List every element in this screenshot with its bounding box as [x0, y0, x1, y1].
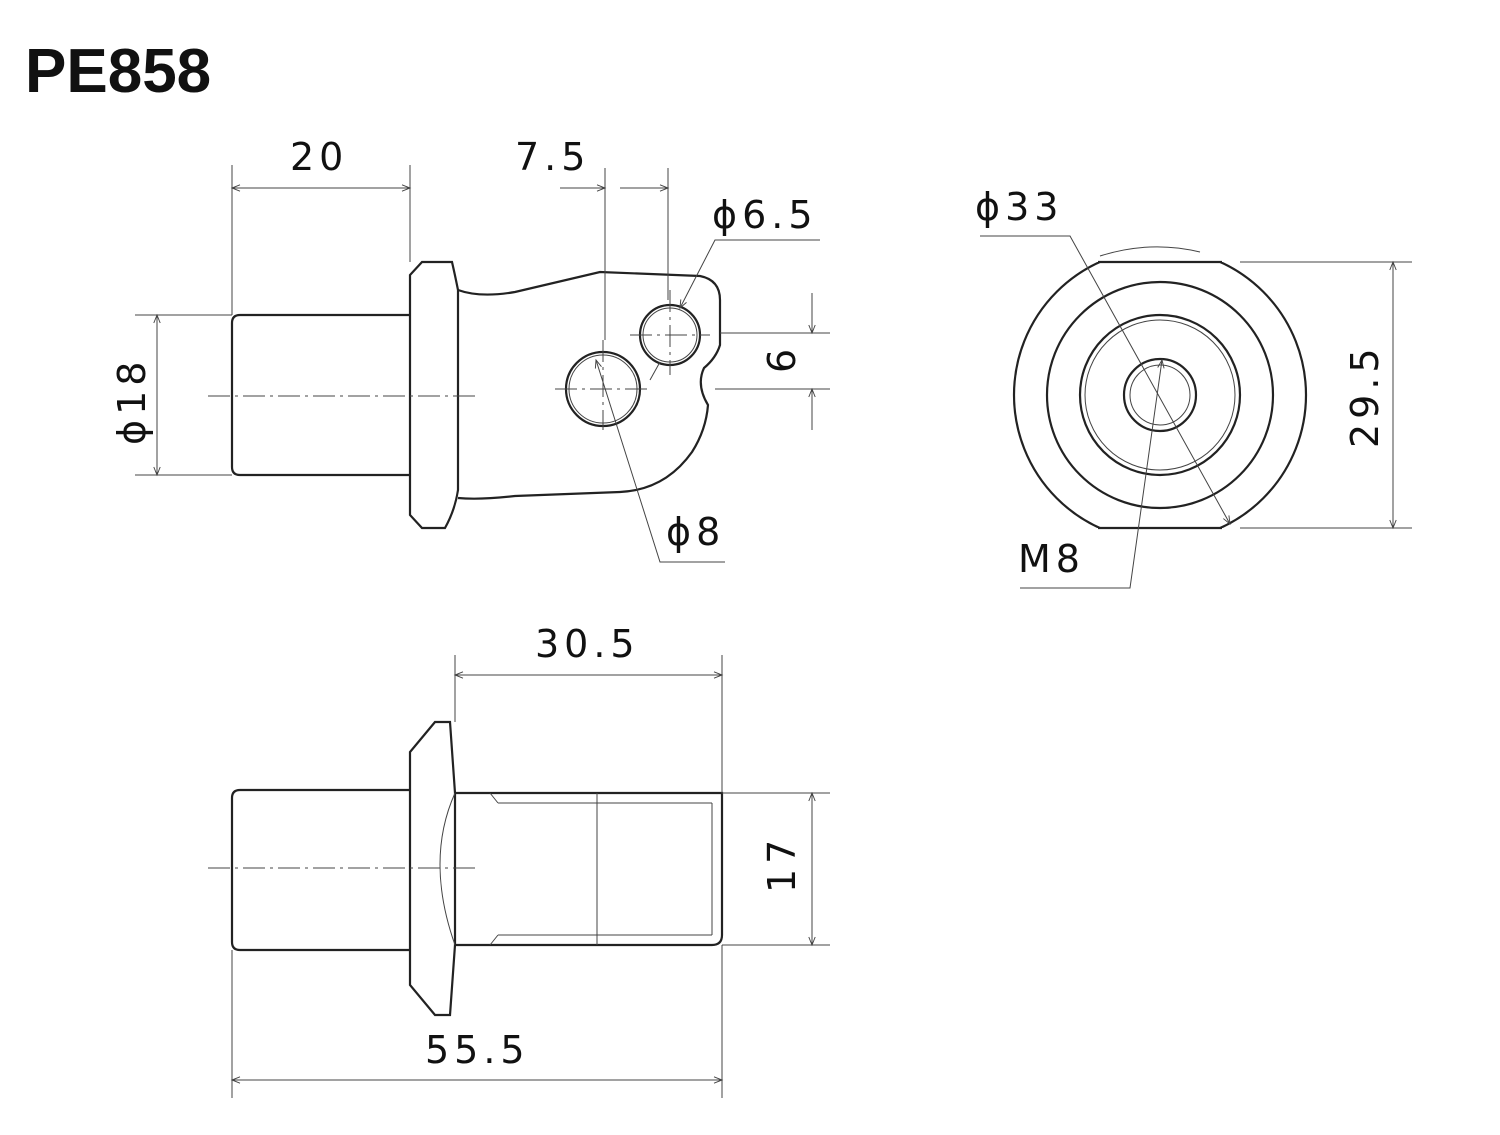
- end-outer-profile: [1012, 262, 1308, 528]
- dim-outer-diameter: ϕ33: [975, 185, 1063, 229]
- dim-shaft-diameter: ϕ18: [110, 357, 154, 445]
- dim-body-height: 17: [760, 835, 804, 893]
- dim-total-length: 55.5: [425, 1028, 530, 1072]
- side-body: [457, 270, 722, 500]
- side-view: 20 7.5 ϕ6.5 ϕ18 6 ϕ8: [110, 135, 830, 563]
- top-flange: [408, 720, 457, 1017]
- dim-body-length: 30.5: [535, 622, 640, 666]
- top-shaft: [230, 788, 410, 952]
- dim-small-hole: ϕ6.5: [712, 193, 818, 237]
- dim-large-hole: ϕ8: [666, 510, 725, 554]
- top-view: 30.5 17 55.5: [208, 622, 830, 1098]
- end-thread-hole: [1122, 357, 1198, 433]
- side-shaft: [230, 313, 410, 477]
- dim-hole-vertical: 6: [760, 344, 804, 373]
- side-flange: [408, 260, 460, 530]
- end-view: ϕ33 29.5 M8: [975, 185, 1412, 589]
- top-body: [455, 791, 724, 947]
- part-number-title: PE858: [25, 37, 211, 106]
- dim-flat-height: 29.5: [1343, 343, 1387, 448]
- dim-thread: M8: [1018, 537, 1085, 581]
- dim-shaft-length: 20: [290, 135, 348, 179]
- dim-hole-offset: 7.5: [515, 135, 590, 179]
